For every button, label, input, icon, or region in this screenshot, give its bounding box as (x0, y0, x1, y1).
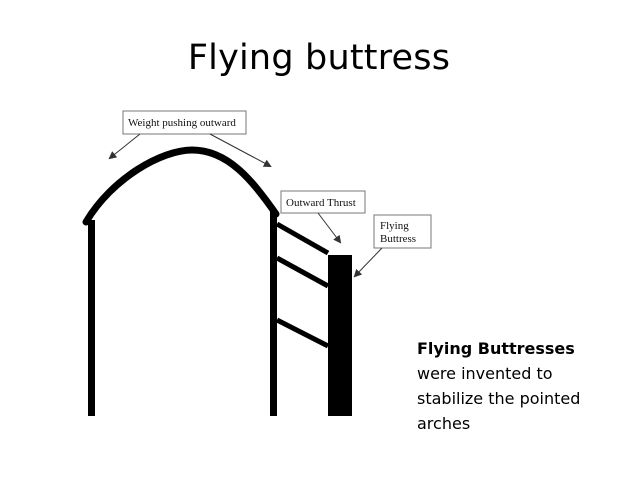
buttress-label-line2: Buttress (380, 233, 416, 245)
weight-arrow-left (108, 133, 141, 160)
buttress-pier (328, 255, 352, 416)
thrust-arrow (317, 212, 342, 244)
right-wall (270, 210, 277, 416)
caption-line-3: arches (417, 414, 471, 433)
caption-heading: Flying Buttresses (417, 339, 575, 358)
caption-line-1: were invented to (417, 364, 553, 383)
caption-line-2: stabilize the pointed (417, 389, 581, 408)
pointed-arch-roof (82, 146, 280, 226)
weight-arrow-right (209, 133, 272, 167)
thrust-label: Outward Thrust (286, 197, 356, 209)
buttress-label-box (373, 214, 432, 249)
buttress-arrow (353, 247, 383, 278)
weight-label-box (122, 110, 247, 135)
left-wall (88, 220, 95, 416)
thrust-label-box (280, 190, 366, 214)
flying-arm-top (275, 221, 330, 256)
weight-label: Weight pushing outward (128, 117, 236, 129)
flying-arm-bottom (275, 317, 330, 349)
flying-arm-middle (275, 255, 330, 289)
buttress-label-line1: Flying (380, 220, 409, 232)
slide-title: Flying buttress (187, 38, 451, 78)
caption: Flying Buttresses were invented to stabi… (417, 336, 632, 436)
